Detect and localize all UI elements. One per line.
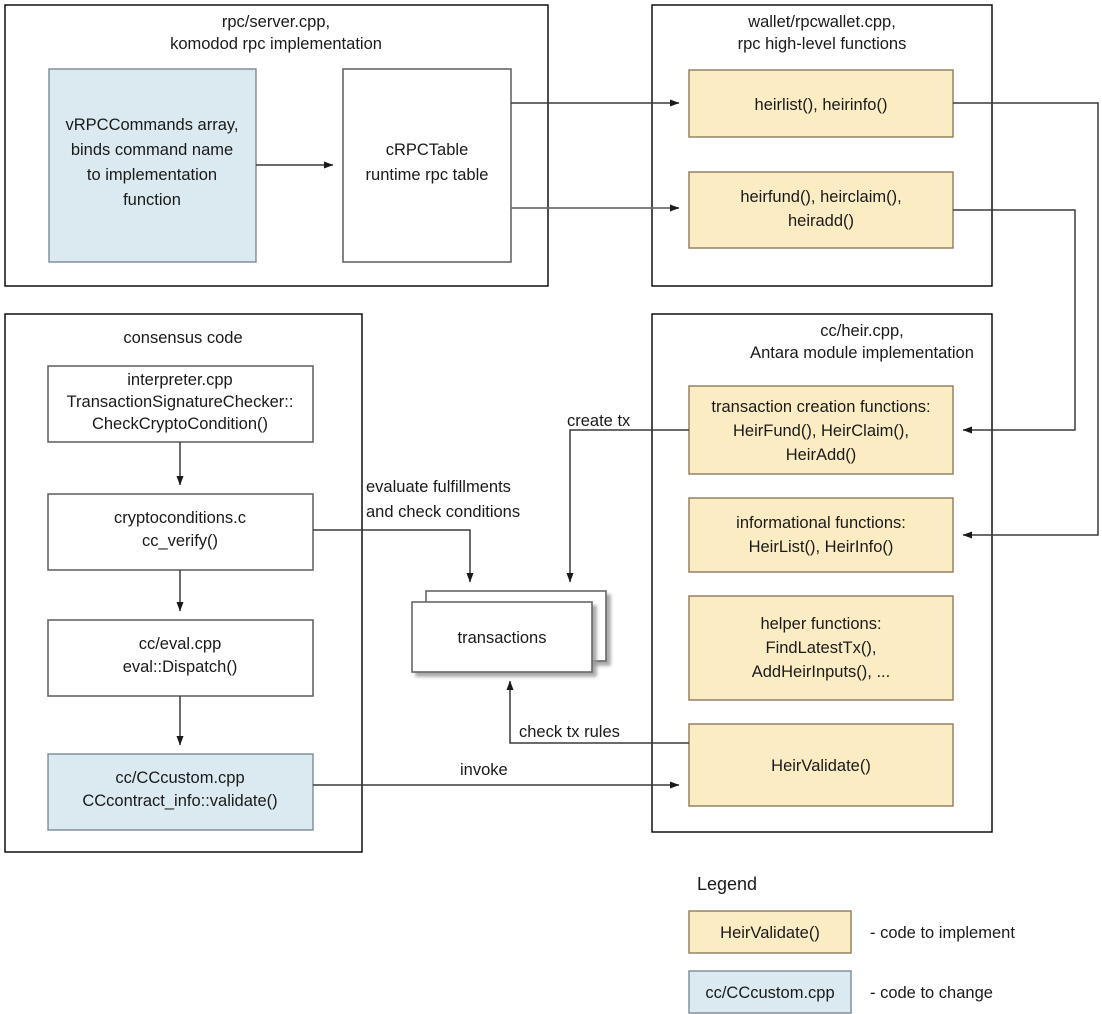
box-cryptoconditions-line-1: cc_verify() xyxy=(142,532,218,550)
legend-desc-implement: - code to implement xyxy=(870,924,1015,942)
box-transactions-stack[interactable]: transactions xyxy=(411,590,607,673)
legend-title: Legend xyxy=(697,874,757,894)
box-heirlist-heirinfo[interactable]: heirlist(), heirinfo() xyxy=(688,69,954,138)
box-cc-eval-line-1: eval::Dispatch() xyxy=(123,658,238,676)
box-cryptoconditions-line-0: cryptoconditions.c xyxy=(114,509,246,527)
box-cccustom[interactable]: cc/CCcustom.cpp CCcontract_info::validat… xyxy=(47,753,314,831)
box-tx-creation-line-1: HeirFund(), HeirClaim(), xyxy=(733,422,909,440)
box-interpreter-line-1: TransactionSignatureChecker:: xyxy=(67,393,294,411)
box-helper-rect[interactable] xyxy=(688,595,954,701)
box-heirlist-heirinfo-rect[interactable] xyxy=(688,69,954,138)
legend-item-implement: HeirValidate() - code to implement xyxy=(688,910,1015,954)
box-helper-line-1: FindLatestTx(), xyxy=(766,639,877,657)
box-helper[interactable]: helper functions: FindLatestTx(), AddHei… xyxy=(688,595,954,701)
box-informational-rect[interactable] xyxy=(688,497,954,573)
edge-label-create-tx: create tx xyxy=(567,412,631,430)
container-rpcwallet-title-line1: wallet/rpcwallet.cpp, xyxy=(747,13,896,31)
legend-swatch-implement xyxy=(688,910,852,954)
box-transactions-label: transactions xyxy=(458,629,547,647)
connector-check-tx-rules xyxy=(506,680,689,744)
edge-label-evaluate-line2: and check conditions xyxy=(366,503,520,521)
box-heirvalidate-rect[interactable] xyxy=(688,723,954,807)
container-heir-title-line1: cc/heir.cpp, xyxy=(820,322,903,340)
box-heirfund-line-1: heiradd() xyxy=(788,212,854,230)
box-crpctable-line-0: cRPCTable xyxy=(386,141,469,159)
edge-label-invoke: invoke xyxy=(460,761,508,779)
box-cryptoconditions[interactable]: cryptoconditions.c cc_verify() xyxy=(47,493,314,571)
container-rpcwallet-title-line2: rpc high-level functions xyxy=(738,35,907,53)
connector-evaluate-fulfillments xyxy=(313,529,474,583)
container-rpc-server-title-line2: komodod rpc implementation xyxy=(170,35,382,53)
box-tx-creation-rect[interactable] xyxy=(688,385,954,475)
box-informational-line-0: informational functions: xyxy=(736,514,906,532)
box-helper-line-2: AddHeirInputs(), ... xyxy=(752,663,890,681)
container-rpc-server-title-line1: rpc/server.cpp, xyxy=(222,13,330,31)
box-cccustom-rect[interactable] xyxy=(47,753,314,831)
box-crpctable-rect[interactable] xyxy=(342,68,512,263)
connector-create-tx xyxy=(566,429,689,583)
box-interpreter-rect[interactable] xyxy=(47,365,314,443)
box-cc-eval[interactable]: cc/eval.cpp eval::Dispatch() xyxy=(47,619,314,697)
box-tx-creation-line-2: HeirAdd() xyxy=(786,446,857,464)
legend-swatch-change xyxy=(688,970,852,1014)
connector-heirfund-to-txcreation xyxy=(953,209,1076,434)
box-informational[interactable]: informational functions: HeirList(), Hei… xyxy=(688,497,954,573)
box-interpreter-line-0: interpreter.cpp xyxy=(127,371,232,389)
box-heirvalidate[interactable]: HeirValidate() xyxy=(688,723,954,807)
box-heirfund-heirclaim-heiradd[interactable]: heirfund(), heirclaim(), heiradd() xyxy=(688,171,954,249)
container-consensus-title: consensus code xyxy=(123,329,242,347)
box-vrpccommands-line-1: binds command name xyxy=(71,141,233,159)
box-vrpccommands-line-2: to implementation xyxy=(87,166,217,184)
box-heirvalidate-line-0: HeirValidate() xyxy=(771,757,871,775)
legend-desc-change: - code to change xyxy=(870,984,993,1002)
edge-label-check-tx-rules: check tx rules xyxy=(519,723,620,741)
box-heirfund-heirclaim-heiradd-rect[interactable] xyxy=(688,171,954,249)
legend-swatch-change-label: cc/CCcustom.cpp xyxy=(705,984,834,1002)
box-interpreter[interactable]: interpreter.cpp TransactionSignatureChec… xyxy=(47,365,314,443)
legend-swatch-implement-label: HeirValidate() xyxy=(720,924,820,942)
legend: Legend HeirValidate() - code to implemen… xyxy=(688,874,1015,1014)
box-crpctable[interactable]: cRPCTable runtime rpc table xyxy=(342,68,512,263)
box-transactions-front-rect[interactable] xyxy=(411,601,593,673)
box-vrpccommands[interactable]: vRPCCommands array, binds command name t… xyxy=(48,68,257,263)
box-tx-creation[interactable]: transaction creation functions: HeirFund… xyxy=(688,385,954,475)
box-vrpccommands-line-3: function xyxy=(123,191,181,209)
legend-item-change: cc/CCcustom.cpp - code to change xyxy=(688,970,993,1014)
box-tx-creation-line-0: transaction creation functions: xyxy=(711,398,930,416)
box-vrpccommands-line-0: vRPCCommands array, xyxy=(66,116,239,134)
box-cccustom-line-0: cc/CCcustom.cpp xyxy=(115,769,244,787)
box-interpreter-line-2: CheckCryptoCondition() xyxy=(92,415,268,433)
box-heirlist-heirinfo-line-0: heirlist(), heirinfo() xyxy=(755,96,888,114)
box-cc-eval-rect[interactable] xyxy=(47,619,314,697)
edge-label-evaluate-line1: evaluate fulfillments xyxy=(366,478,511,496)
box-heirfund-line-0: heirfund(), heirclaim(), xyxy=(740,188,901,206)
box-crpctable-line-1: runtime rpc table xyxy=(366,166,489,184)
box-cccustom-line-1: CCcontract_info::validate() xyxy=(82,792,277,810)
box-cc-eval-line-0: cc/eval.cpp xyxy=(139,635,222,653)
container-heir-title-line2: Antara module implementation xyxy=(750,344,974,362)
box-informational-line-1: HeirList(), HeirInfo() xyxy=(749,538,894,556)
connector-heirlist-to-informational xyxy=(953,102,1099,539)
box-helper-line-0: helper functions: xyxy=(760,615,881,633)
